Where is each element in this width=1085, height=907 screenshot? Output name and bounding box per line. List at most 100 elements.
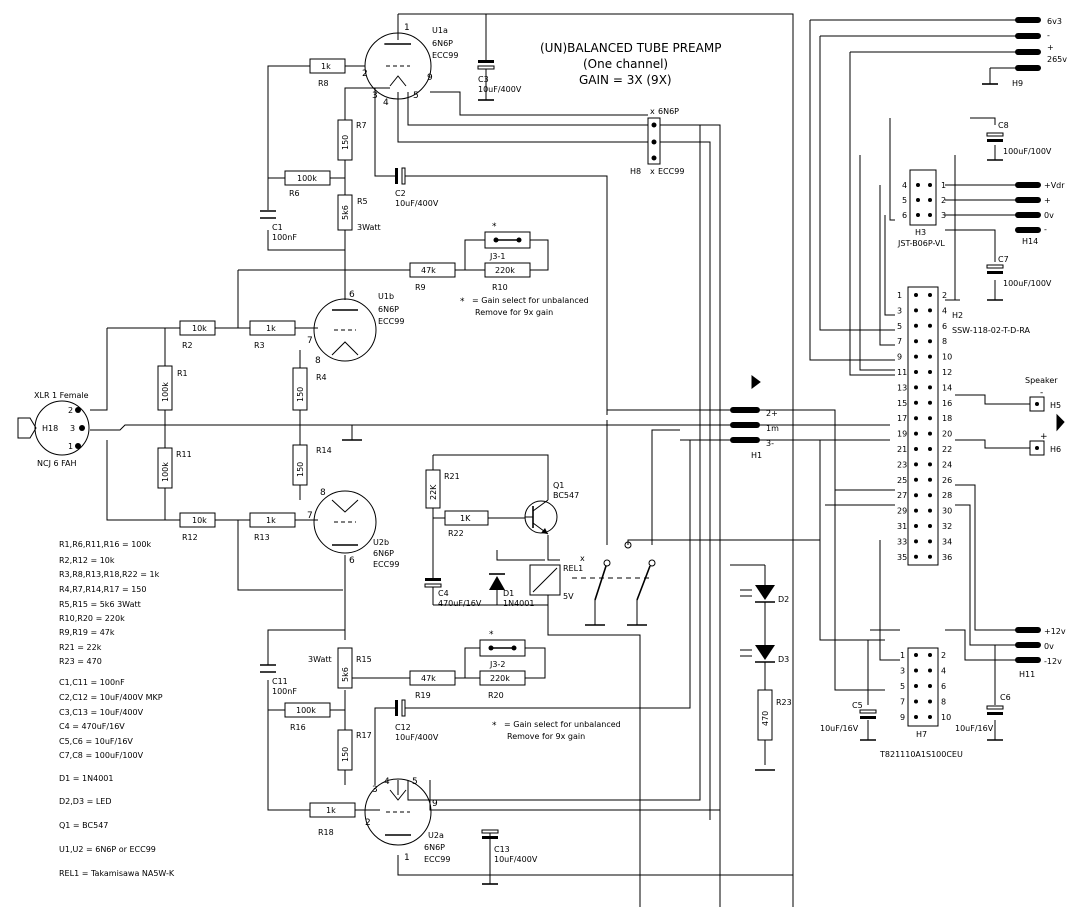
- c12-value: 10uF/400V: [395, 733, 439, 742]
- r21-value: 22K: [429, 484, 438, 500]
- u1b-pin7: 7: [307, 336, 313, 346]
- h2-pin-35: [914, 554, 918, 559]
- d2-ref: D2: [778, 595, 789, 604]
- h2-pin-24: [928, 462, 932, 467]
- h3-pins: [916, 183, 932, 217]
- h7-label-4: 4: [941, 667, 946, 676]
- h1-pin2: 1m: [766, 424, 779, 433]
- r4-value: 150: [296, 387, 305, 402]
- h2-pin-7: [914, 339, 918, 344]
- q1-ref: Q1: [553, 481, 564, 490]
- h3-ref: H3: [915, 228, 926, 237]
- u2a-pin4: 4: [384, 777, 390, 787]
- u2b-type1: 6N6P: [373, 549, 394, 558]
- capacitor-c6: C6 10uF/16V: [955, 693, 1011, 733]
- ground-symbols: [342, 83, 1003, 885]
- jumper-j3-2: * J3-2: [479, 630, 526, 669]
- h2-label-27: 27: [897, 491, 907, 500]
- r10-ref: R10: [492, 283, 508, 292]
- legend-line: D1 = 1N4001: [59, 774, 113, 783]
- c12-ref: C12: [395, 723, 411, 732]
- transistor-q1: Q1 BC547: [524, 481, 579, 535]
- r16-ref: R16: [290, 723, 306, 732]
- resistor-r2: 10k R2: [179, 320, 216, 350]
- capacitor-c13: C13 10uF/400V: [481, 829, 538, 885]
- resistor-r20: 220k R20: [479, 670, 526, 700]
- h2-label-12: 12: [942, 368, 952, 377]
- h2-label-1: 1: [897, 291, 902, 300]
- h2-pin-15: [914, 400, 918, 405]
- r6-value: 100k: [297, 174, 317, 183]
- h14-plus: +: [1044, 196, 1051, 205]
- legend-line: C2,C12 = 10uF/400V MKP: [59, 693, 163, 702]
- u2b-pin7: 7: [307, 511, 313, 521]
- capacitor-c2: C2 10uF/400V: [395, 167, 439, 208]
- r4-ref: R4: [316, 373, 327, 382]
- resistor-r6: 100k R6: [284, 170, 331, 198]
- r12-value: 10k: [192, 516, 207, 525]
- h2-pin-20: [928, 431, 932, 436]
- h2-pin-36: [928, 554, 932, 559]
- u1b-pin8: 8: [315, 356, 321, 366]
- c8-ref: C8: [998, 121, 1009, 130]
- r15-value: 5k6: [341, 667, 350, 682]
- h2-label-24: 24: [942, 460, 952, 469]
- h7-label-10: 10: [941, 713, 951, 722]
- r1-value: 100k: [161, 382, 170, 402]
- legend-line: R1,R6,R11,R16 = 100k: [59, 540, 151, 549]
- u2a-pin9: 9: [432, 799, 438, 809]
- h2-label-4: 4: [942, 306, 947, 315]
- h7-label-5: 5: [900, 682, 905, 691]
- c11-ref: C11: [272, 677, 288, 686]
- h2-pin-29: [914, 508, 918, 513]
- resistor-r13: 1k R13: [249, 512, 296, 542]
- c1-ref: C1: [272, 223, 283, 232]
- h2-pin-4: [928, 308, 932, 313]
- h2-pin-23: [914, 462, 918, 467]
- h7-pin-7: [914, 699, 918, 704]
- h2-pin-19: [914, 431, 918, 436]
- h2-pin-26: [928, 477, 932, 482]
- resistor-r15: 5k6 R15 3Watt: [308, 647, 372, 689]
- h2-pin-1: [914, 293, 918, 297]
- h8-x1: x: [650, 107, 655, 116]
- h14-0v: 0v: [1044, 211, 1054, 220]
- r17-value: 150: [341, 747, 350, 762]
- h2-pin-31: [914, 524, 918, 528]
- h7-pin-5: [914, 684, 918, 688]
- h11-plus12: +12v: [1044, 627, 1066, 636]
- speaker-output: Speaker - H5 + H6: [1025, 376, 1065, 456]
- resistor-r22: 1K R22: [444, 510, 489, 538]
- r22-ref: R22: [448, 529, 464, 538]
- u2a-type1: 6N6P: [424, 843, 445, 852]
- h2-pin-12: [928, 370, 932, 374]
- h2-label-30: 30: [942, 507, 952, 516]
- u1a-pin9: 9: [427, 73, 433, 83]
- r3-value: 1k: [266, 324, 276, 333]
- tube-u1a: 1 2 3 4 5 9 U1a 6N6P ECC99: [362, 23, 458, 108]
- u2b-ref: U2b: [373, 538, 389, 547]
- h2-pin-17: [914, 416, 918, 421]
- u1a-pin4: 4: [383, 98, 389, 108]
- h2-pin-8: [928, 339, 932, 344]
- h2-pin-32: [928, 524, 932, 528]
- connector-h9: 6v3 - + 265v H9: [1012, 17, 1067, 88]
- xlr-part: NCJ 6 FAH: [37, 459, 76, 468]
- h14-ref: H14: [1022, 237, 1038, 246]
- rel1-value: 5V: [563, 592, 574, 601]
- r15-note: 3Watt: [308, 655, 332, 664]
- r5-value: 5k6: [341, 205, 350, 220]
- capacitor-c7: C7 100uF/100V: [986, 255, 1052, 288]
- tube-u2a: 4 5 3 9 2 1 U2a 6N6P ECC99: [364, 777, 450, 864]
- h2-label-9: 9: [897, 353, 902, 362]
- u2a-pin2: 2: [365, 818, 371, 828]
- h9-265v: 265v: [1047, 55, 1067, 64]
- c7-value: 100uF/100V: [1003, 279, 1052, 288]
- connector-h11: +12v 0v -12v H11: [1015, 627, 1066, 679]
- led-d2: D2: [740, 585, 789, 604]
- h7-pin-9: [914, 715, 918, 719]
- h7-pin-2: [928, 653, 932, 657]
- speaker-plus: +: [1040, 432, 1048, 442]
- h2-label-19: 19: [897, 430, 907, 439]
